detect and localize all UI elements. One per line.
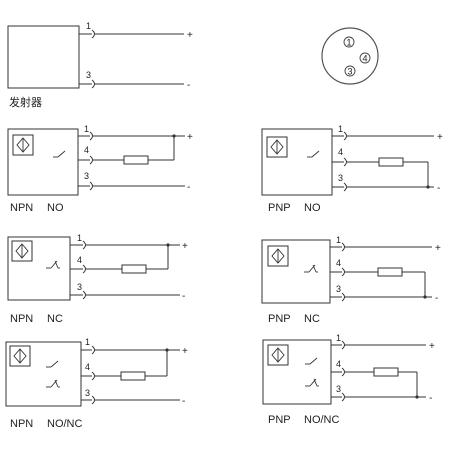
photoelectric-sensor-icon bbox=[266, 136, 288, 158]
pin-1-clip bbox=[341, 340, 345, 350]
load-resistor-icon bbox=[123, 155, 149, 165]
pin-1-number: 1 bbox=[84, 124, 89, 134]
pin-3-clip bbox=[89, 181, 93, 191]
pin-4-number: 4 bbox=[336, 359, 341, 369]
emitter-label: 发射器 bbox=[9, 95, 42, 109]
photoelectric-sensor-icon bbox=[267, 344, 289, 366]
sensor-type-label: PNP bbox=[268, 313, 291, 325]
sensor-mode-label: NC bbox=[304, 313, 320, 325]
pin-3-clip bbox=[343, 182, 347, 192]
minus-sign: - bbox=[182, 291, 185, 302]
minus-sign: - bbox=[182, 396, 185, 407]
sensor-type-label: PNP bbox=[268, 202, 291, 214]
minus-sign: - bbox=[187, 182, 190, 193]
pin-4-clip bbox=[341, 267, 345, 277]
connector-pin-4 bbox=[359, 52, 371, 64]
pin-4-number: 4 bbox=[77, 255, 82, 265]
plus-sign: + bbox=[437, 132, 443, 143]
load-resistor-icon bbox=[121, 264, 147, 274]
pin-1-number: 1 bbox=[336, 333, 341, 343]
sensor-mode-label: NO/NC bbox=[304, 414, 340, 426]
connector-pin-1 bbox=[343, 36, 355, 48]
pin-1-clip bbox=[343, 131, 347, 141]
sensor-mode-label: NO bbox=[47, 202, 64, 214]
pin-4-clip bbox=[89, 155, 93, 165]
pin-1-number: 1 bbox=[336, 235, 341, 245]
connector-pin-1-label: 1 bbox=[347, 38, 352, 48]
sensor-npn-nonc: 1 + 4 3 - NPN NO/NC bbox=[5, 337, 188, 430]
sensor-box bbox=[7, 128, 79, 196]
pin-1-number: 1 bbox=[77, 233, 82, 243]
sensor-npn-nc: 1 + 4 3 - NPN NC bbox=[7, 233, 188, 325]
emitter-pin-3-clip bbox=[91, 79, 95, 89]
pin-1-clip bbox=[89, 131, 93, 141]
sensor-mode-label: NC bbox=[47, 313, 63, 325]
pin-3-number: 3 bbox=[336, 284, 341, 294]
minus-sign: - bbox=[437, 183, 440, 194]
sensor-npn-no: 1 + 4 3 - NPN NO bbox=[7, 124, 193, 214]
pin-1-number: 1 bbox=[338, 124, 343, 134]
pin-4-number: 4 bbox=[84, 145, 89, 155]
pin-3-number: 3 bbox=[336, 384, 341, 394]
pin-4-number: 4 bbox=[85, 362, 90, 372]
pin-4-clip bbox=[91, 371, 95, 381]
pin-1-clip bbox=[82, 240, 86, 250]
connector-pin-4-label: 4 bbox=[363, 54, 368, 64]
photoelectric-sensor-icon bbox=[11, 240, 33, 262]
pin-1-clip bbox=[91, 345, 95, 355]
emitter-minus-sign: - bbox=[187, 80, 190, 91]
load-resistor-icon bbox=[120, 371, 146, 381]
load-resistor-icon bbox=[373, 367, 399, 377]
photoelectric-sensor-icon bbox=[12, 134, 34, 156]
pin-3-clip bbox=[341, 292, 345, 302]
emitter-pin-1-clip bbox=[91, 29, 95, 39]
pin-4-clip bbox=[341, 367, 345, 377]
sensor-type-label: NPN bbox=[10, 418, 33, 430]
sensor-type-label: NPN bbox=[10, 313, 33, 325]
pin-1-number: 1 bbox=[85, 337, 90, 347]
sensor-pnp-nc: 1 + 4 3 - PNP NC bbox=[261, 235, 441, 325]
pin-3-number: 3 bbox=[85, 388, 90, 398]
emitter-pin-1-number: 1 bbox=[86, 21, 91, 31]
pin-3-clip bbox=[341, 392, 345, 402]
plus-sign: + bbox=[187, 132, 193, 143]
pin-4-clip bbox=[82, 264, 86, 274]
emitter-pin-3-number: 3 bbox=[86, 70, 91, 80]
plus-sign: + bbox=[435, 243, 441, 254]
photoelectric-sensor-icon bbox=[267, 245, 289, 267]
sensor-type-label: NPN bbox=[10, 202, 33, 214]
sensor-mode-label: NO/NC bbox=[47, 418, 83, 430]
plus-sign: + bbox=[429, 341, 435, 352]
pin-3-number: 3 bbox=[84, 171, 89, 181]
minus-sign: - bbox=[429, 393, 432, 404]
sensor-pnp-no: 1 + 4 3 - PNP NO bbox=[261, 124, 443, 214]
pin-4-number: 4 bbox=[336, 258, 341, 268]
load-resistor-icon bbox=[377, 267, 403, 277]
emitter-block: 发射器 1 + 3 - bbox=[7, 21, 193, 109]
pin-4-number: 4 bbox=[338, 147, 343, 157]
emitter-box bbox=[7, 25, 80, 89]
pin-4-clip bbox=[343, 157, 347, 167]
sensor-pnp-nonc: 1 + 4 3 - PNP NO/NC bbox=[262, 333, 435, 426]
m8-connector-icon: 1 4 3 bbox=[321, 27, 379, 85]
plus-sign: + bbox=[182, 241, 188, 252]
load-resistor-icon bbox=[378, 157, 404, 167]
pin-3-number: 3 bbox=[338, 173, 343, 183]
sensor-mode-label: NO bbox=[304, 202, 321, 214]
sensor-type-label: PNP bbox=[268, 414, 291, 426]
emitter-plus-sign: + bbox=[187, 30, 193, 41]
pin-3-clip bbox=[91, 395, 95, 405]
minus-sign: - bbox=[435, 293, 438, 304]
pin-3-number: 3 bbox=[77, 282, 82, 292]
connector-pin-3-label: 3 bbox=[348, 67, 353, 77]
plus-sign: + bbox=[182, 346, 188, 357]
connector-pin-3 bbox=[344, 65, 356, 77]
pin-1-clip bbox=[341, 242, 345, 252]
pin-3-clip bbox=[82, 290, 86, 300]
photoelectric-sensor-icon bbox=[9, 345, 31, 367]
